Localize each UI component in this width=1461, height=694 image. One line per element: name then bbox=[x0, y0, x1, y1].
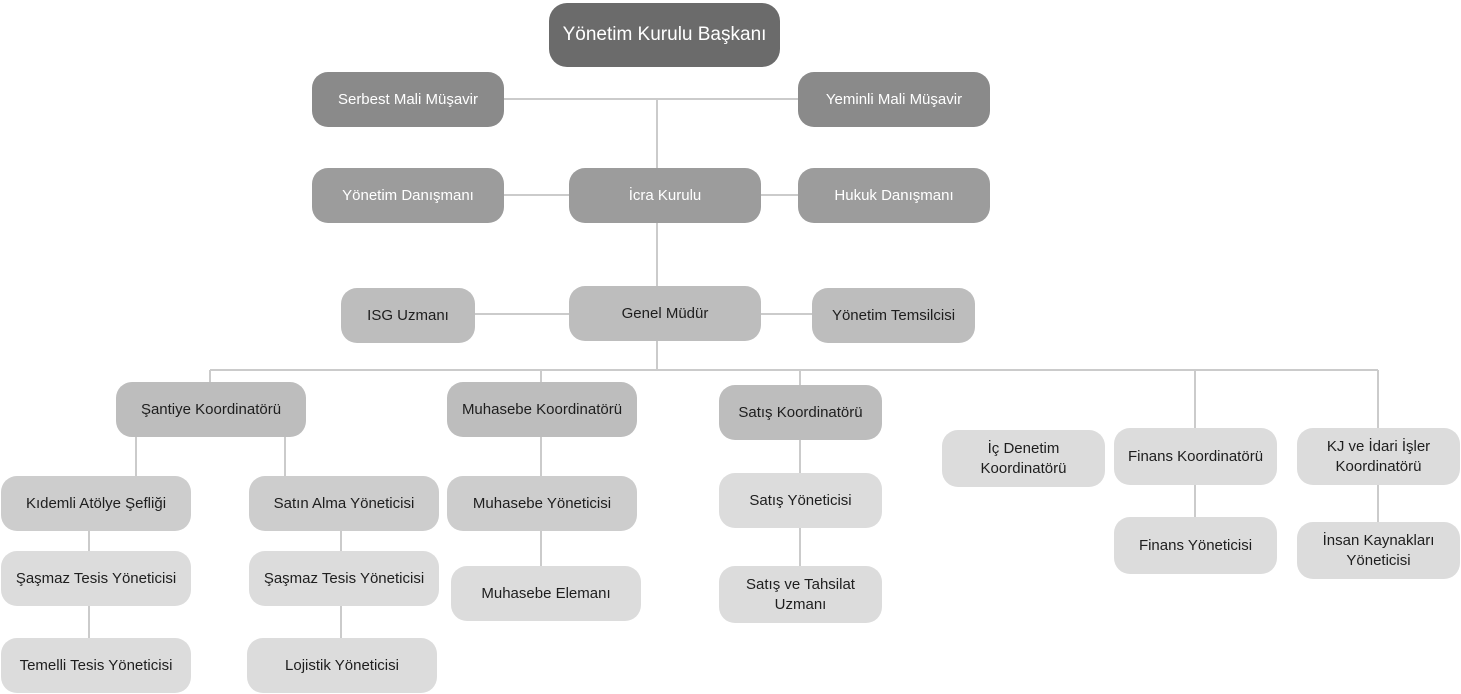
node-exec-board: İcra Kurulu bbox=[569, 168, 761, 223]
node-sasmaz-2: Şaşmaz Tesis Yöneticisi bbox=[249, 551, 439, 606]
node-sales-coord: Satış Koordinatörü bbox=[719, 385, 882, 440]
node-acc-staff: Muhasebe Elemanı bbox=[451, 566, 641, 621]
node-sales-specialist: Satış ve Tahsilat Uzmanı bbox=[719, 566, 882, 623]
node-isg: ISG Uzmanı bbox=[341, 288, 475, 343]
node-hr-manager: İnsan Kaynakları Yöneticisi bbox=[1297, 522, 1460, 579]
node-mgmt-consultant: Yönetim Danışmanı bbox=[312, 168, 504, 223]
node-logistics: Lojistik Yöneticisi bbox=[247, 638, 437, 693]
node-sasmaz-1: Şaşmaz Tesis Yöneticisi bbox=[1, 551, 191, 606]
node-acc-manager: Muhasebe Yöneticisi bbox=[447, 476, 637, 531]
node-gm: Genel Müdür bbox=[569, 286, 761, 341]
node-mgmt-rep: Yönetim Temsilcisi bbox=[812, 288, 975, 343]
node-sales-manager: Satış Yöneticisi bbox=[719, 473, 882, 528]
node-temelli: Temelli Tesis Yöneticisi bbox=[1, 638, 191, 693]
node-free-accountant: Serbest Mali Müşavir bbox=[312, 72, 504, 127]
node-finance-coord: Finans Koordinatörü bbox=[1114, 428, 1277, 485]
node-legal-consultant: Hukuk Danışmanı bbox=[798, 168, 990, 223]
node-audit-coord: İç Denetim Koordinatörü bbox=[942, 430, 1105, 487]
node-hr-coord: KJ ve İdari İşler Koordinatörü bbox=[1297, 428, 1460, 485]
node-acc-coord: Muhasebe Koordinatörü bbox=[447, 382, 637, 437]
node-site-coord: Şantiye Koordinatörü bbox=[116, 382, 306, 437]
node-finance-manager: Finans Yöneticisi bbox=[1114, 517, 1277, 574]
node-senior-workshop: Kıdemli Atölye Şefliği bbox=[1, 476, 191, 531]
node-chair: Yönetim Kurulu Başkanı bbox=[549, 3, 780, 67]
node-purchasing: Satın Alma Yöneticisi bbox=[249, 476, 439, 531]
node-sworn-accountant: Yeminli Mali Müşavir bbox=[798, 72, 990, 127]
